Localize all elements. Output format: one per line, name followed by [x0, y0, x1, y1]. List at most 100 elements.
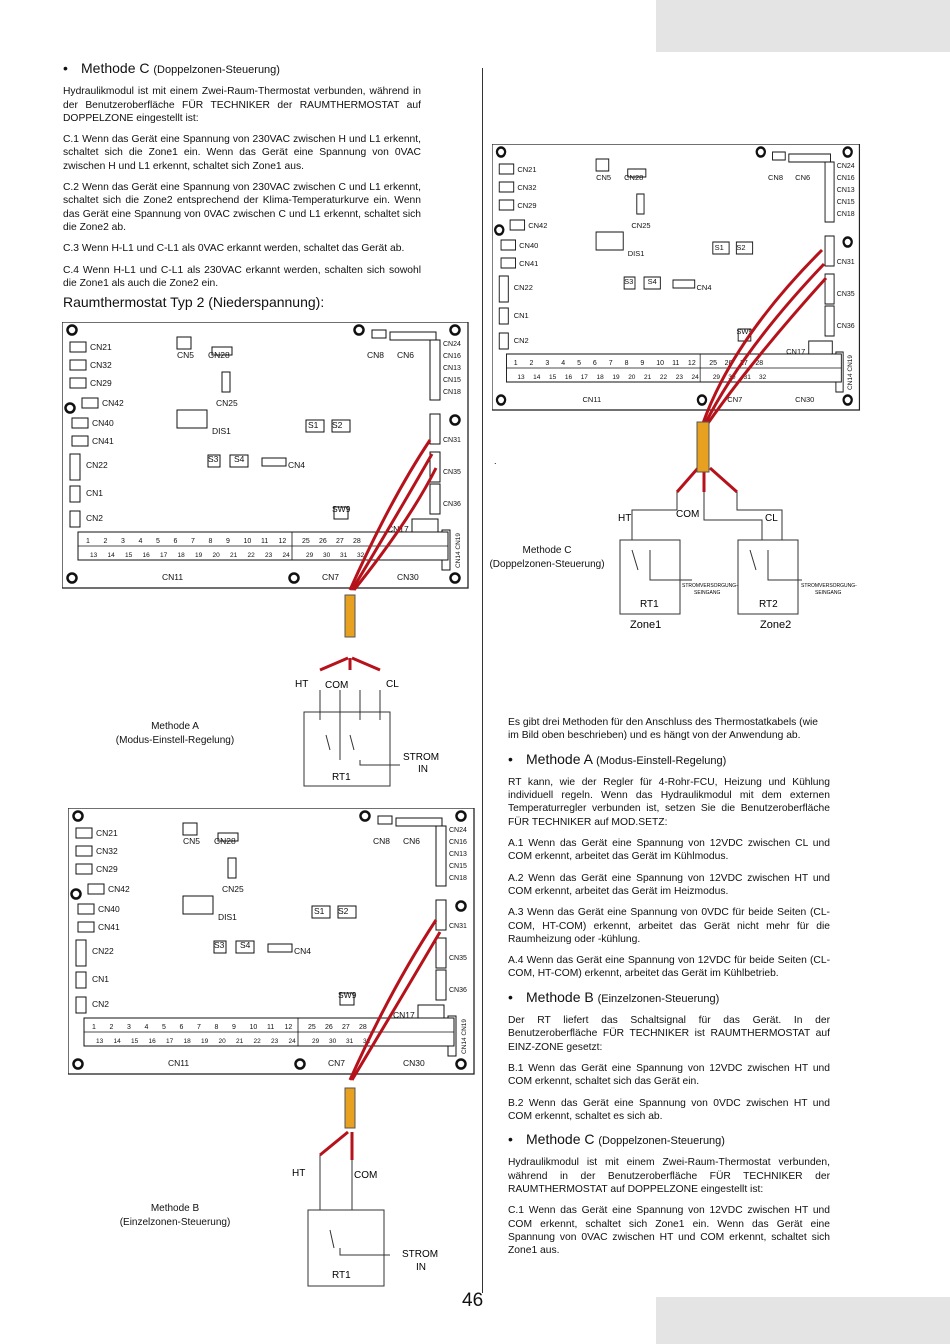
terminal-22: 22: [254, 1038, 262, 1045]
terminal-12: 12: [285, 1024, 293, 1031]
terminal-7: 7: [197, 1024, 201, 1031]
connector-label-cn24: CN24: [449, 827, 467, 834]
terminal-6: 6: [180, 1024, 184, 1031]
wiring-diagram-a: HT COM CL RT1 STROM IN: [295, 439, 439, 787]
connector-label-cn42: CN42: [108, 884, 130, 894]
terminal-3: 3: [545, 360, 549, 367]
terminal-16: 16: [149, 1038, 157, 1045]
component-label-cn25: CN25: [631, 221, 650, 230]
terminal-2: 2: [104, 538, 108, 545]
terminal-1: 1: [86, 538, 90, 545]
terminal-14: 14: [108, 552, 116, 559]
terminal-1: 1: [92, 1024, 96, 1031]
caption-method-c: Methode C(Doppelzonen-Steuerung): [489, 545, 605, 570]
component-label-cn28: CN28: [208, 350, 230, 360]
connector-label-cn35: CN35: [443, 469, 461, 476]
label-a-ht: HT: [295, 679, 308, 690]
component-label-cn8: CN8: [373, 836, 390, 846]
zone2-label: Zone2: [760, 619, 791, 631]
terminal-18: 18: [597, 374, 605, 381]
connector-label-cn16: CN16: [837, 175, 855, 182]
connector-label-cn21: CN21: [96, 828, 118, 838]
left-paragraph-2: C.1 Wenn das Gerät eine Spannung von 230…: [63, 134, 421, 172]
label-b-com: COM: [354, 1170, 377, 1181]
terminal-14: 14: [533, 374, 541, 381]
terminal-9: 9: [232, 1024, 236, 1031]
terminal-26: 26: [725, 360, 733, 367]
terminal-6: 6: [174, 538, 178, 545]
wire-a-4: [319, 656, 349, 672]
component-label-s1: S1: [308, 420, 319, 430]
terminal-11: 11: [261, 538, 268, 545]
label-b-ht: HT: [292, 1168, 305, 1179]
intro-paragraph: Es gibt drei Methoden für den Anschluss …: [508, 717, 819, 742]
terminal-13: 13: [96, 1038, 104, 1045]
bottom-label-cn7: CN7: [727, 395, 742, 404]
component-label-s1: S1: [715, 243, 724, 252]
column-divider: [482, 68, 483, 1293]
side-label-cn14-cn19: CN14 CN19: [847, 355, 854, 390]
cable-sleeve-a: [344, 594, 356, 638]
terminal-12: 12: [688, 360, 696, 367]
component-label-cn25: CN25: [222, 884, 244, 894]
caption-method-a: Methode A(Modus-Einstell-Regelung): [115, 721, 235, 746]
cable-sleeve-b: [344, 1087, 356, 1129]
bottom-label-cn11: CN11: [162, 572, 183, 582]
terminal-9: 9: [640, 360, 644, 367]
component-label-cn25: CN25: [216, 398, 238, 408]
connector-label-cn36: CN36: [449, 987, 467, 994]
terminal-3: 3: [127, 1024, 131, 1031]
connector-label-cn24: CN24: [443, 341, 461, 348]
terminal-4: 4: [145, 1024, 149, 1031]
terminal-28: 28: [755, 360, 763, 367]
component-label-sw9: SW9: [332, 504, 351, 514]
wire-c-2: [702, 262, 826, 427]
component-label-s4: S4: [648, 277, 657, 286]
left-heading-method-c: •Methode C (Doppelzonen-Steuerung): [63, 60, 280, 76]
wire-b-3: [319, 1130, 349, 1157]
power-small-label-1-b: SEINGANG: [694, 590, 721, 596]
left-paragraph-4: C.3 Wenn H-L1 und C-L1 als 0VAC erkannt …: [63, 243, 405, 255]
wire-c-4: [675, 467, 700, 493]
connector-label-cn40: CN40: [92, 418, 114, 428]
power-label-a-2: IN: [418, 764, 428, 775]
terminal-25: 25: [308, 1024, 316, 1031]
wire-a-3: [352, 467, 438, 591]
rt1-label-b: RT1: [332, 1270, 351, 1281]
connector-label-cn13: CN13: [837, 187, 855, 194]
component-label-cn8: CN8: [768, 173, 783, 182]
connector-label-cn42: CN42: [528, 221, 547, 230]
component-label-cn17: CN17: [393, 1010, 415, 1020]
terminal-18: 18: [178, 552, 186, 559]
terminal-29: 29: [306, 552, 314, 559]
connector-label-cn35: CN35: [837, 291, 855, 298]
rt1-box-b: [307, 1209, 385, 1287]
method-b-heading: •Methode B (Einzelzonen-Steuerung): [508, 988, 720, 1005]
component-label-dis1: DIS1: [212, 426, 231, 436]
connector-label-cn21: CN21: [517, 165, 536, 174]
method-b-p2: B.1 Wenn das Gerät eine Spannung von 12V…: [508, 1062, 830, 1088]
connector-label-cn2: CN2: [86, 513, 103, 523]
terminal-30: 30: [329, 1038, 337, 1045]
side-label-cn14-cn19: CN14 CN19: [461, 1019, 468, 1054]
terminal-22: 22: [660, 374, 668, 381]
terminal-31: 31: [744, 374, 752, 381]
bottom-label-cn7: CN7: [322, 572, 339, 582]
terminal-25: 25: [709, 360, 717, 367]
terminal-26: 26: [325, 1024, 333, 1031]
wire-c-6: [709, 466, 738, 494]
connector-label-cn31: CN31: [837, 259, 855, 266]
terminal-24: 24: [283, 552, 291, 559]
connector-label-cn2: CN2: [92, 999, 109, 1009]
power-label-b-2: IN: [416, 1262, 426, 1273]
bottom-label-cn7: CN7: [328, 1058, 345, 1068]
bottom-label-cn30: CN30: [397, 572, 419, 582]
connector-label-cn15: CN15: [443, 377, 461, 384]
terminal-8: 8: [209, 538, 213, 545]
terminal-5: 5: [577, 360, 581, 367]
terminal-17: 17: [160, 552, 168, 559]
component-label-s1: S1: [314, 906, 325, 916]
terminal-13: 13: [90, 552, 98, 559]
component-label-s2: S2: [736, 243, 745, 252]
